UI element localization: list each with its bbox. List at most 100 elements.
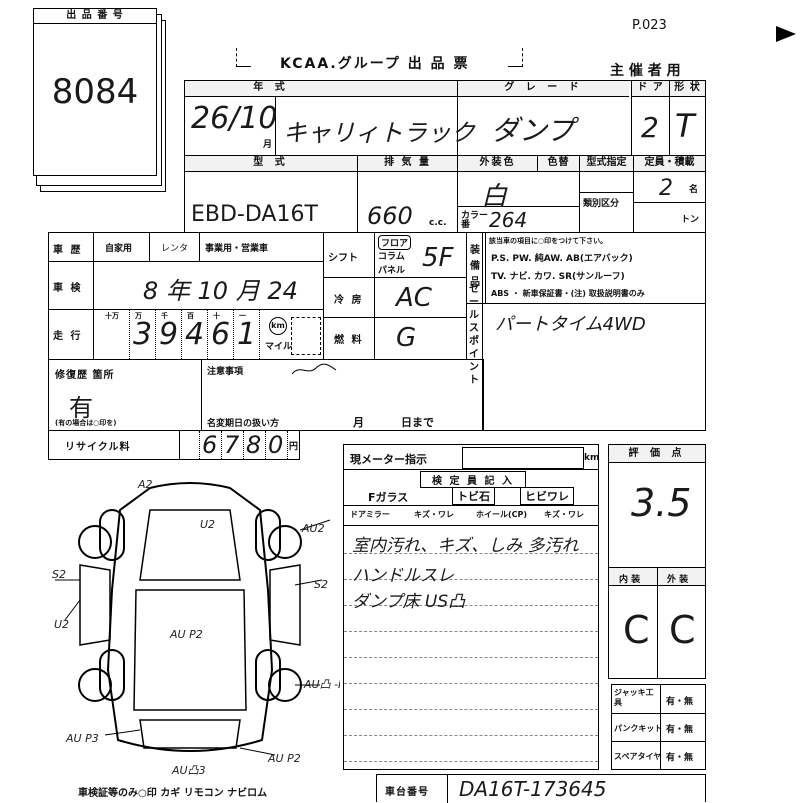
displacement-label: 排 気 量 <box>357 156 457 172</box>
car-cab <box>139 509 241 581</box>
sales-point-box: パートタイム4WD <box>482 303 706 431</box>
door-mirror-label: ドアミラー <box>350 510 390 519</box>
recycle-label: リサイクル料 <box>65 442 131 453</box>
comment-rule <box>344 709 598 710</box>
title-bracket-right <box>508 48 523 67</box>
wheel-front-right <box>255 509 281 561</box>
model-label: 型 式 <box>185 156 357 172</box>
hibi-ware-label: ヒビワレ <box>520 487 574 505</box>
mark-s2-left: S2 <box>52 568 66 581</box>
shape-value: T <box>675 107 695 145</box>
comment-2: ハンドルスレ <box>352 566 454 586</box>
mileage-unit-1k: 千 <box>161 312 168 320</box>
car-rear <box>139 719 241 749</box>
recycle-digit-1: 6 <box>202 431 218 459</box>
exterior-color-label: 外装色 <box>457 156 537 172</box>
meter-km-unit: km <box>584 453 600 463</box>
left-block: 車 歴 自家用 レンタ 事業用・営業車 車 検 8 年 10 月 24 走 行 … <box>48 232 324 360</box>
shift-option-column: コラム <box>378 252 405 262</box>
tools-box: ジャッキ工具 有・無 パンクキット 有・無 スペアタイヤ 有・無 <box>611 684 706 770</box>
repair-value: 有 <box>69 394 93 422</box>
tool-1-label: ジャッキ工具 <box>614 688 654 707</box>
organizer-use: 主 催 者 用 <box>610 63 681 79</box>
kizu-ware2-label: キズ・ワレ <box>544 510 584 519</box>
f-glass-label: Fガラス <box>368 491 409 504</box>
arrow-right-icon <box>776 26 796 42</box>
fuel-label: 燃 料 <box>334 335 364 346</box>
rating-box: 評 価 点 3.5 <box>608 444 706 568</box>
tobi-ishi-label: トビ石 <box>452 487 495 505</box>
shift-value: 5F <box>422 243 454 273</box>
wheel-right-top <box>268 525 302 559</box>
shape-label: 形 状 <box>669 81 705 97</box>
side-left <box>79 564 111 646</box>
sales-point-label: セールスポイント <box>469 284 479 386</box>
color-no-value: 264 <box>489 208 528 232</box>
mark-s2-right: S2 <box>314 578 328 591</box>
year-value: 26/10 <box>191 101 278 136</box>
interior-value: C <box>623 608 650 652</box>
middle-block: シフト フロア コラム パネル 5F 冷 房 AC 燃 料 G セールスポイント <box>323 232 483 386</box>
car-diagram: A2 U2 AU2 S2 U2 S2 AU P2 AU凸 -P3 AU P3 A… <box>52 478 340 777</box>
mark-au2-right: AU2 <box>301 522 325 535</box>
notes-label: 注意事項 <box>207 367 244 377</box>
kizu-ware-label: キズ・ワレ <box>414 510 454 519</box>
wheel-left-bottom <box>78 668 112 702</box>
shift-option-panel: パネル <box>378 266 406 276</box>
recycle-digit-3: 8 <box>246 431 262 459</box>
recycle-digit-4: 0 <box>268 431 284 459</box>
proper-label: 型式指定 <box>579 156 633 172</box>
int-ext-box: 内 装 外 装 C C <box>608 567 706 679</box>
mark-aup3-left: AU P3 <box>65 732 99 745</box>
mileage-unit-1: 一 <box>239 312 246 320</box>
capacity-label: 定員・積載 <box>633 156 705 172</box>
comment-rule <box>344 657 598 658</box>
mileage-unit-10k: 万 <box>135 312 142 320</box>
row1: 年 式 車 名 グ レ ー ド ド ア 形 状 26/10 月 キャリィトラック… <box>184 80 706 156</box>
repair-notes-row: 修復歴 箇所 有 (有の場合は○印を) 注意事項 名変期日の扱い方 月 日まで <box>48 359 484 431</box>
bottom-note: 車検証等のみ○印 カギ リモコン ナビロム <box>78 788 268 799</box>
tool-1-value: 有・無 <box>666 697 694 707</box>
chassis-value: DA16T-173645 <box>459 777 607 801</box>
mark-au3-bottom: AU凸3 <box>171 764 206 777</box>
model-value: EBD-DA16T <box>191 202 318 227</box>
shift-label: シフト <box>328 253 358 264</box>
equipment-line2: P.S. PW. 純AW. AB(エアバック) <box>491 254 633 264</box>
meter-label: 現メーター指示 <box>350 453 427 466</box>
exterior-color-value: 白 <box>481 182 508 212</box>
side-right <box>269 564 301 646</box>
rental-label: レンタ <box>161 244 189 254</box>
rating-label: 評 価 点 <box>609 445 705 463</box>
mileage-unit-100k: 十万 <box>105 312 119 320</box>
tool-3-value: 有・無 <box>666 753 694 763</box>
grade-value: ダンプ <box>491 114 575 147</box>
month-label: 月 <box>353 416 364 429</box>
row2: 型 式 排 気 量 外装色 色替 型式指定 定員・積載 類別区分 EBD-DA1… <box>184 155 706 233</box>
lot-label: 出 品 番 号 <box>34 9 156 24</box>
equipment-line1: 該当車の項目に○印をつけて下さい。 <box>489 237 608 245</box>
comment-1: 室内汚れ、キズ、しみ 多汚れ <box>352 536 579 556</box>
sheet-title: KCAA.グループ 出 品 票 <box>280 56 470 72</box>
mileage-digit-5: 1 <box>237 317 257 352</box>
wheel-rear-left <box>99 649 125 701</box>
class-label: 類別区分 <box>583 199 620 209</box>
inspection-value: 8 年 10 月 24 <box>143 277 298 305</box>
recycle-row: リサイクル料 6 7 8 0 円 <box>48 430 300 460</box>
meter-input-box <box>462 447 584 469</box>
wheel-rear-right <box>255 649 281 701</box>
wheel-label: ホイール(CP) <box>476 510 528 519</box>
meter-block: 現メーター指示 km 検 定 員 記 入 Fガラス トビ石 ヒビワレ ドアミラー… <box>343 444 599 770</box>
month-unit: 月 <box>263 140 273 150</box>
comment-rule <box>344 605 598 606</box>
lot-card: 出 品 番 号 8084 <box>33 8 157 176</box>
comment-rule <box>344 631 598 632</box>
mileage-digit-4: 6 <box>211 317 231 352</box>
chassis-box: 車台番号 DA16T-173645 <box>376 774 706 803</box>
grade-label: グ レ ー ド <box>457 81 629 97</box>
color-no-label: カラー番 <box>461 211 489 230</box>
mileage-box: 3 9 4 6 1 <box>129 309 260 359</box>
km-circle: km <box>269 317 287 335</box>
vehicle-history-label: 車 歴 <box>53 245 83 256</box>
shift-option-floor: フロア <box>378 235 412 250</box>
mileage-check-box <box>291 317 321 355</box>
